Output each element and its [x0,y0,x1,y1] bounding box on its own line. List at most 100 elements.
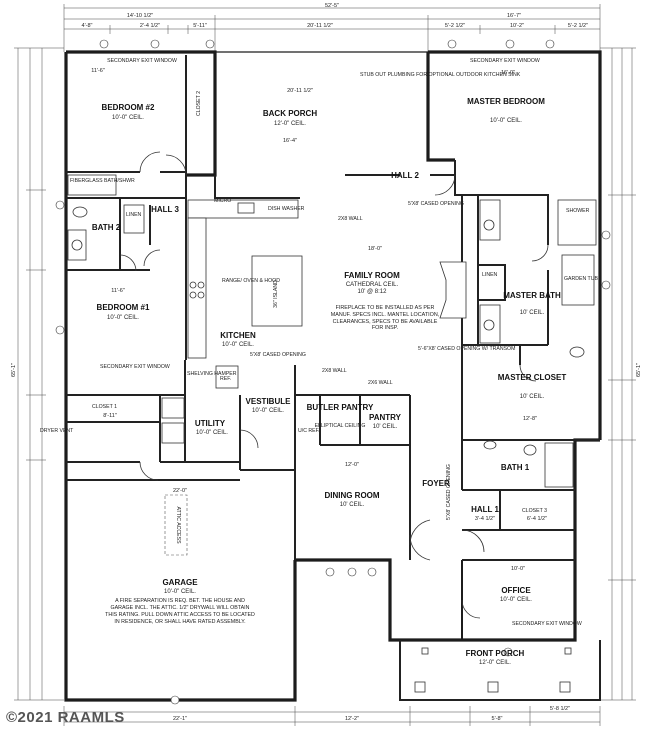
front-porch-ceil: 12'-0" CEIL. [479,660,511,666]
dim-bottom-right: 5'-8" [492,716,503,722]
bath2-toilet [72,206,88,218]
bath1-toilet [523,444,537,456]
vestibule-name: VESTIBULE [246,397,292,406]
back-porch-dim: 20'-11 1/2" [287,88,313,94]
front-porch-outline [399,640,601,701]
master-bedroom-dim: 16'-0" [501,70,515,76]
back-porch-name: BACK PORCH [263,109,317,118]
closet1-name: CLOSET 1 [92,404,117,410]
master-toilet [569,346,585,358]
dim-seg-a: 4'-8" [82,23,93,29]
garden-tub-label: GARDEN TUB [564,276,598,282]
attic-access [164,494,188,556]
family-room-name: FAMILY ROOM [344,271,400,280]
dim-right-total: 65'-1" [636,363,642,377]
dim-seg-f: 5'-2 1/2" [568,23,588,29]
stub-out-note: STUB OUT PLUMBING FOR OPTIONAL OUTDOOR K… [360,72,521,78]
range-burner [197,281,205,289]
master-bath-ceil: 10' CEIL. [520,310,545,316]
back-porch-ceil: 12'-0" CEIL. [274,121,306,127]
garage-note: A FIRE SEPARATION IS REQ. BET. THE HOUSE… [105,598,255,625]
pantry-ceil: 10' CEIL. [373,424,398,430]
window-tags [55,39,611,705]
bath2-tub [67,174,117,196]
range-burner [197,291,205,299]
bath2-tub-label: FIBERGLASS BATH/SHWR [70,178,135,184]
front-porch-name: FRONT PORCH [466,649,525,658]
kitchen-counter-left [187,217,207,359]
cased-opening-3: 5'-6"X8' CASED OPENING W/ TRANSOM [418,346,515,352]
master-closet-ceil: 10' CEIL. [520,394,545,400]
garage-ceil: 10'-0" CEIL. [164,589,196,595]
office-dim: 10'-0" [511,566,525,572]
top-dimension-lines [63,4,601,52]
master-bedroom-ceil: 10'-0" CEIL. [490,118,522,124]
bedroom2-note: SECONDARY EXIT WINDOW [107,58,177,64]
refrigerator [215,365,239,389]
wall-2x6: 2X6 WALL [368,380,393,386]
fireplace-note: FIREPLACE TO BE INSTALLED AS PER MANUF. … [330,305,440,332]
attic-access-label: ATTIC ACCESS [175,506,181,544]
interior-walls [66,55,600,561]
bedroom2-dim: 11'-6" [91,68,105,74]
dim-bottom-r2: 5'-8 1/2" [550,706,570,712]
dryer-vent-label: DRYER VENT [40,428,74,434]
bedroom1-ceil: 10'-0" CEIL. [107,315,139,321]
dim-left-total: 65'-1" [11,363,17,377]
wall-2x8-bottom: 2X8 WALL [322,368,347,374]
cased-opening-4: 5'X8' CASED OPENING [446,464,452,520]
dining-room-name: DINING ROOM [324,491,379,500]
door-swings [119,151,549,619]
range-burner [189,281,197,289]
ug-ref-label: U/C REF. [298,428,320,434]
ref-label: REF. [220,376,231,382]
utility-ceil: 10'-0" CEIL. [196,430,228,436]
garage-dim: 22'-0" [173,488,187,494]
dim-top-mid: 20'-11 1/2" [307,23,333,29]
kitchen-name: KITCHEN [220,331,256,340]
bath1-name: BATH 1 [501,463,530,472]
porch-columns [414,647,572,693]
shelving-label: SHELVING HAMPER [187,371,237,377]
butler-pantry-ceil: ELLIPTICAL CEILING [315,423,366,429]
foyer-name: FOYER [422,479,450,488]
dim-bottom-garage: 22'-1" [173,716,187,722]
master-bath-name: MASTER BATH [503,291,561,300]
kitchen-range-label: RANGE/ OVEN & HOOD [222,278,280,284]
fireplace-note-box: FIREPLACE TO BE INSTALLED AS PER MANUF. … [330,305,440,332]
hall1-name: HALL 1 [471,505,499,514]
wall-2x8-top: 2X8 WALL [338,216,363,222]
dim-seg-e: 10'-2" [510,23,524,29]
washer [161,397,185,419]
dim-seg-b: 2'-4 1/2" [140,23,160,29]
master-closet-dim: 12'-8" [523,416,537,422]
family-room-ceil2: 10' @ 8:12 [358,289,388,295]
master-bedroom-name: MASTER BEDROOM [467,97,545,106]
office-ceil: 10'-0" CEIL. [500,597,532,603]
family-room-dim: 18'-0" [368,246,382,252]
dim-seg-c: 5'-11" [193,23,207,29]
utility-name: UTILITY [195,419,226,428]
closet2-name: CLOSET 2 [196,91,202,116]
hall3-name: HALL 3 [151,205,179,214]
master-sink-1 [483,219,495,231]
kitchen-micro-label: MICRO [214,198,231,204]
garage-note-box: A FIRE SEPARATION IS REQ. BET. THE HOUSE… [105,598,255,625]
master-closet-name: MASTER CLOSET [498,373,567,382]
kitchen-dish-label: DISH WASHER [268,206,305,212]
closet3-dim: 6'-4 1/2" [527,516,547,522]
dim-bottom-mid: 12'-2" [345,716,359,722]
master-sink-2 [483,319,495,331]
bedroom2-name: BEDROOM #2 [102,103,155,112]
office-note: SECONDARY EXIT WINDOW [512,621,582,627]
bath1-sink [483,440,497,450]
dim-top-left: 14'-10 1/2" [127,13,153,19]
cased-opening-2: 5'X8' CASED OPENING [250,352,306,358]
bath2-name: BATH 2 [92,223,121,232]
dining-room-ceil: 10' CEIL. [340,502,365,508]
dim-seg-d: 5'-2 1/2" [445,23,465,29]
bath2-sink [71,239,83,251]
back-porch-dim2: 16'-4" [283,138,297,144]
kitchen-island [251,255,303,327]
master-shower [557,199,597,246]
